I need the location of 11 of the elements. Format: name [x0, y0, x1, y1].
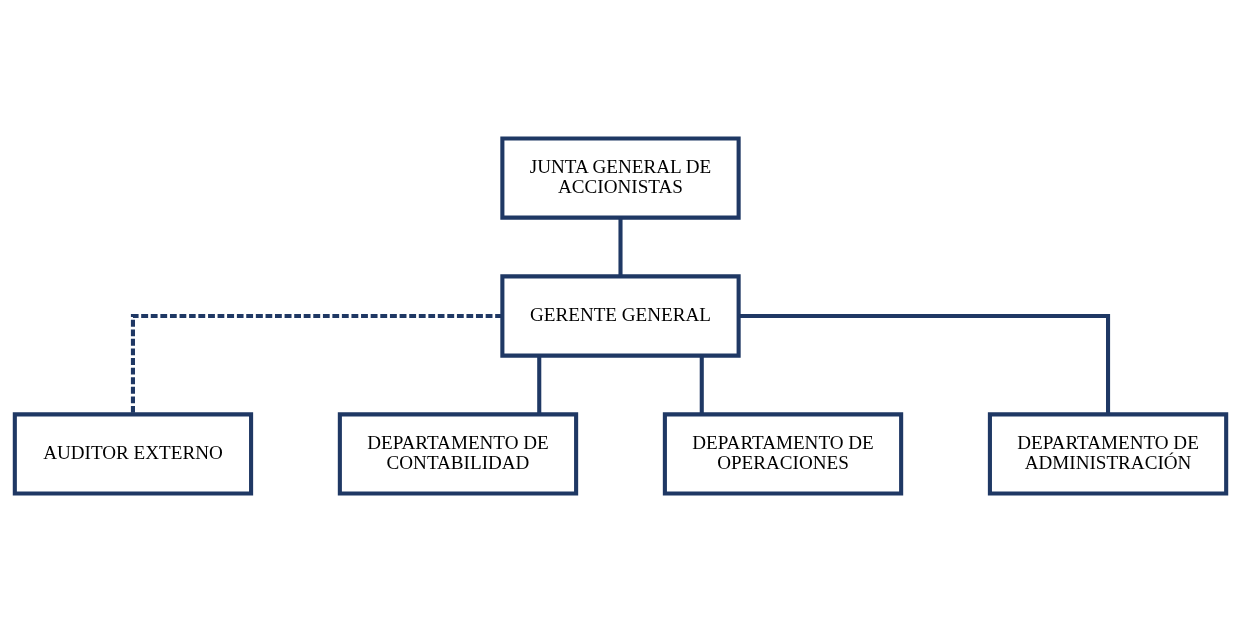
node-box: JUNTA GENERAL DE ACCIONISTAS: [500, 135, 741, 220]
node-box: DEPARTAMENTO DE CONTABILIDAD: [337, 411, 579, 496]
node-box: AUDITOR EXTERNO: [12, 411, 254, 496]
connector: [699, 355, 704, 414]
connector: [130, 313, 502, 414]
node-box: GERENTE GENERAL: [500, 273, 741, 358]
connector: [618, 217, 623, 276]
node-box: DEPARTAMENTO DE ADMINISTRACIÓN: [987, 411, 1229, 496]
connector: [537, 355, 542, 414]
connector: [739, 313, 1111, 414]
node-box: DEPARTAMENTO DE OPERACIONES: [662, 411, 904, 496]
